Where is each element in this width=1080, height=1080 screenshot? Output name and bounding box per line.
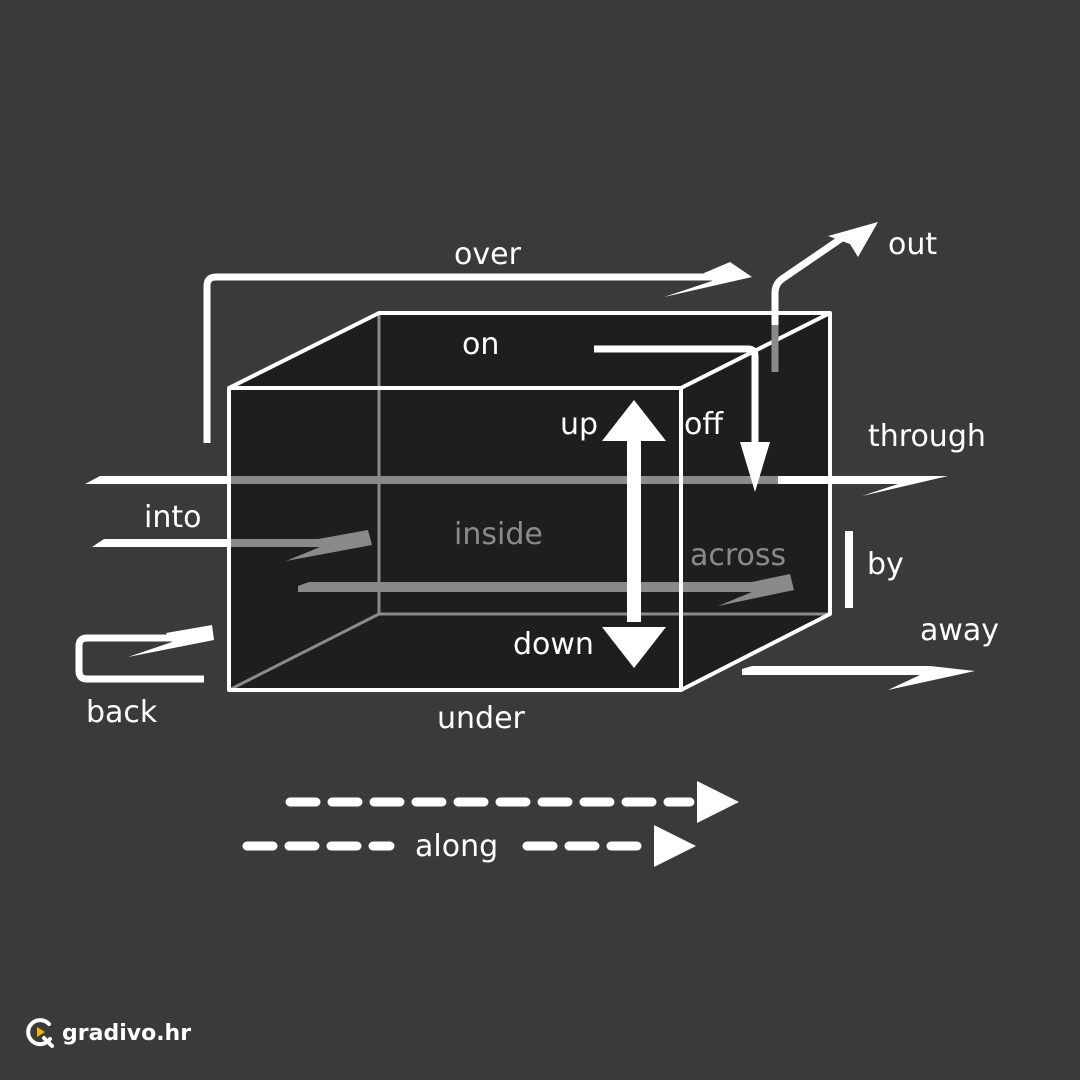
back-arrow (75, 625, 214, 683)
label-up: up (560, 407, 598, 442)
label-down: down (513, 627, 594, 662)
into-arrow (92, 530, 372, 561)
along-arrows (242, 797, 695, 851)
out-arrow (771, 222, 878, 372)
label-on: on (462, 327, 499, 362)
label-out: out (888, 227, 937, 262)
up-down-arrow (602, 400, 666, 668)
label-through: through (868, 419, 986, 454)
label-back: back (86, 695, 158, 730)
by-bar (845, 531, 853, 608)
box-hidden-edges (228, 313, 830, 692)
label-away: away (920, 613, 999, 648)
along-arrowhead-bottom (654, 825, 696, 867)
gradivo-logo-icon (26, 1018, 54, 1048)
label-across: across (690, 538, 786, 573)
label-by: by (867, 547, 904, 582)
brand-logo: gradivo.hr (24, 1016, 191, 1050)
off-arrow (594, 345, 770, 492)
along-arrowhead-top (697, 781, 739, 823)
across-arrow (298, 574, 794, 606)
label-over: over (454, 237, 522, 272)
label-under: under (437, 701, 526, 736)
label-inside: inside (454, 517, 543, 552)
label-off: off (684, 407, 724, 442)
label-along: along (415, 829, 498, 864)
brand-name: gradivo.hr (62, 1020, 192, 1046)
over-arrow (203, 262, 752, 443)
away-arrow (742, 666, 975, 690)
label-into: into (144, 500, 201, 535)
